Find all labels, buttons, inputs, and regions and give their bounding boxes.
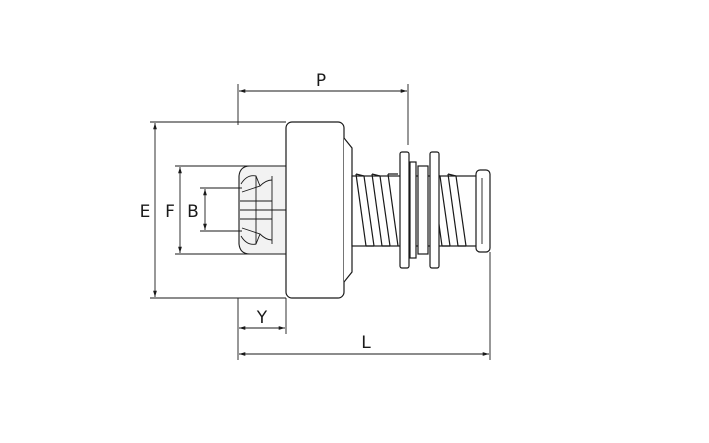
dimension-b: B	[187, 187, 242, 232]
dimension-p: P	[237, 71, 409, 145]
dimension-l: L	[237, 252, 491, 360]
dimension-label-e: E	[140, 202, 151, 222]
pinion-gear	[238, 165, 289, 255]
clutch-housing	[285, 121, 353, 299]
dimension-e: E	[140, 121, 286, 299]
dimension-label-y: Y	[256, 308, 268, 328]
dimension-y: Y	[237, 298, 287, 334]
washers	[399, 151, 440, 269]
dimension-label-b: B	[187, 202, 199, 222]
dimension-label-f: F	[165, 202, 175, 222]
dimension-label-p: P	[316, 71, 326, 91]
dimension-f: F	[165, 165, 250, 255]
dimension-label-l: L	[361, 333, 371, 353]
